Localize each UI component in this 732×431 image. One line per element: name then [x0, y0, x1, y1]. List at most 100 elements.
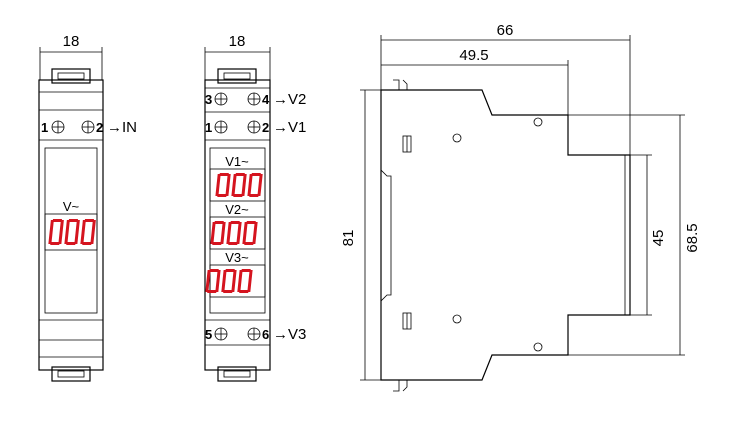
digit-segment: [251, 173, 261, 176]
digit-segment: [226, 233, 231, 244]
screw-icon: [247, 120, 261, 134]
digit-segment: [247, 281, 252, 292]
digit-segment: [211, 222, 216, 233]
bottom-clip-slot: [57, 370, 85, 378]
module-single: 18 1 2 →IN V~: [38, 33, 137, 382]
display-label-v3: V3~: [225, 250, 249, 265]
digit-segment: [48, 232, 53, 244]
seven-seg-display: [210, 221, 258, 245]
digit-segment: [225, 185, 230, 196]
screw-icon: [51, 120, 65, 134]
digit-segment: [243, 222, 248, 233]
digit-segment: [228, 242, 238, 245]
digit-segment: [80, 232, 85, 244]
v1-arrow-label: →V1: [273, 119, 306, 136]
display-panel: [44, 147, 98, 314]
digit-segment: [244, 242, 254, 245]
display-label-v1: V1~: [225, 154, 249, 169]
v2-arrow-label: →V2: [273, 91, 306, 108]
display-label-v2: V2~: [225, 202, 249, 217]
digit-segment: [49, 220, 54, 232]
screw-icon: [214, 120, 228, 134]
digit-segment: [223, 290, 233, 293]
digit-segment: [249, 194, 259, 197]
digit-segment: [248, 174, 253, 185]
top-clip: [217, 68, 257, 84]
digit-segment: [232, 174, 237, 185]
module-body: [38, 79, 104, 371]
digit-segment: [226, 174, 231, 185]
digit-segment: [241, 185, 246, 196]
digit-segment: [90, 232, 95, 244]
terminal-5-label: 5: [205, 327, 212, 342]
bottom-clip: [51, 366, 91, 382]
digit-segment: [205, 281, 210, 292]
display-window-v3: [209, 264, 266, 298]
screw-icon: [247, 92, 261, 106]
digit-segment: [215, 185, 220, 196]
width-label: 18: [63, 33, 80, 50]
bottom-clip-slot: [223, 370, 251, 378]
digit-segment: [84, 219, 94, 222]
digit-segment: [216, 174, 221, 185]
digit-segment: [252, 233, 257, 244]
depth-total-label: 66: [497, 22, 514, 39]
digit-segment: [91, 220, 96, 232]
digit-segment: [221, 222, 226, 233]
digit-segment: [216, 270, 221, 281]
digit-segment: [75, 220, 80, 232]
mount-hole: [533, 117, 543, 127]
digit-segment: [227, 222, 232, 233]
digit-segment: [82, 242, 92, 245]
digit-segment: [68, 219, 78, 222]
top-clip-slot: [57, 72, 85, 80]
digit-segment: [207, 290, 217, 293]
top-clip: [51, 68, 91, 84]
terminal-1-label: 1: [41, 120, 48, 135]
terminal-3-label: 3: [205, 92, 212, 107]
digit-segment: [246, 221, 256, 224]
digit-segment: [81, 220, 86, 232]
v3-arrow-label: →V3: [273, 326, 306, 343]
digit-segment: [206, 270, 211, 281]
digit-segment: [219, 173, 229, 176]
digit-segment: [217, 194, 227, 197]
digit-segment: [215, 281, 220, 292]
digit-segment: [50, 242, 60, 245]
height-total-label: 81: [340, 230, 357, 247]
terminal-4-label: 4: [262, 92, 270, 107]
digit-segment: [210, 233, 215, 244]
module-three-phase: 18 3 4 →V2 1: [204, 33, 306, 382]
seven-seg-display: [48, 219, 96, 245]
module-body: [204, 79, 271, 371]
terminal-2-label: 2: [96, 120, 103, 135]
seven-seg-display: [215, 173, 263, 197]
digit-segment: [52, 219, 62, 222]
bottom-clip: [217, 366, 257, 382]
digit-segment: [74, 232, 79, 244]
digit-segment: [237, 222, 242, 233]
digit-segment: [64, 232, 69, 244]
digit-segment: [242, 174, 247, 185]
seven-seg-display: [205, 269, 253, 293]
digit-segment: [66, 242, 76, 245]
digit-segment: [221, 281, 226, 292]
digit-segment: [231, 185, 236, 196]
digit-segment: [209, 269, 219, 272]
screw-icon: [247, 327, 261, 341]
digit-segment: [236, 233, 241, 244]
digit-segment: [233, 194, 243, 197]
depth-front-label: 49.5: [459, 47, 488, 64]
housing-profile: [380, 89, 631, 381]
terminal-2-label: 2: [262, 120, 269, 135]
terminal-6-label: 6: [262, 327, 269, 342]
terminal-1-label: 1: [205, 120, 212, 135]
mount-hole: [452, 133, 462, 143]
mount-hole: [533, 342, 543, 352]
digit-segment: [242, 233, 247, 244]
digit-segment: [247, 185, 252, 196]
input-arrow-label: →IN: [107, 119, 137, 136]
digit-segment: [225, 269, 235, 272]
display-window: [44, 213, 98, 251]
